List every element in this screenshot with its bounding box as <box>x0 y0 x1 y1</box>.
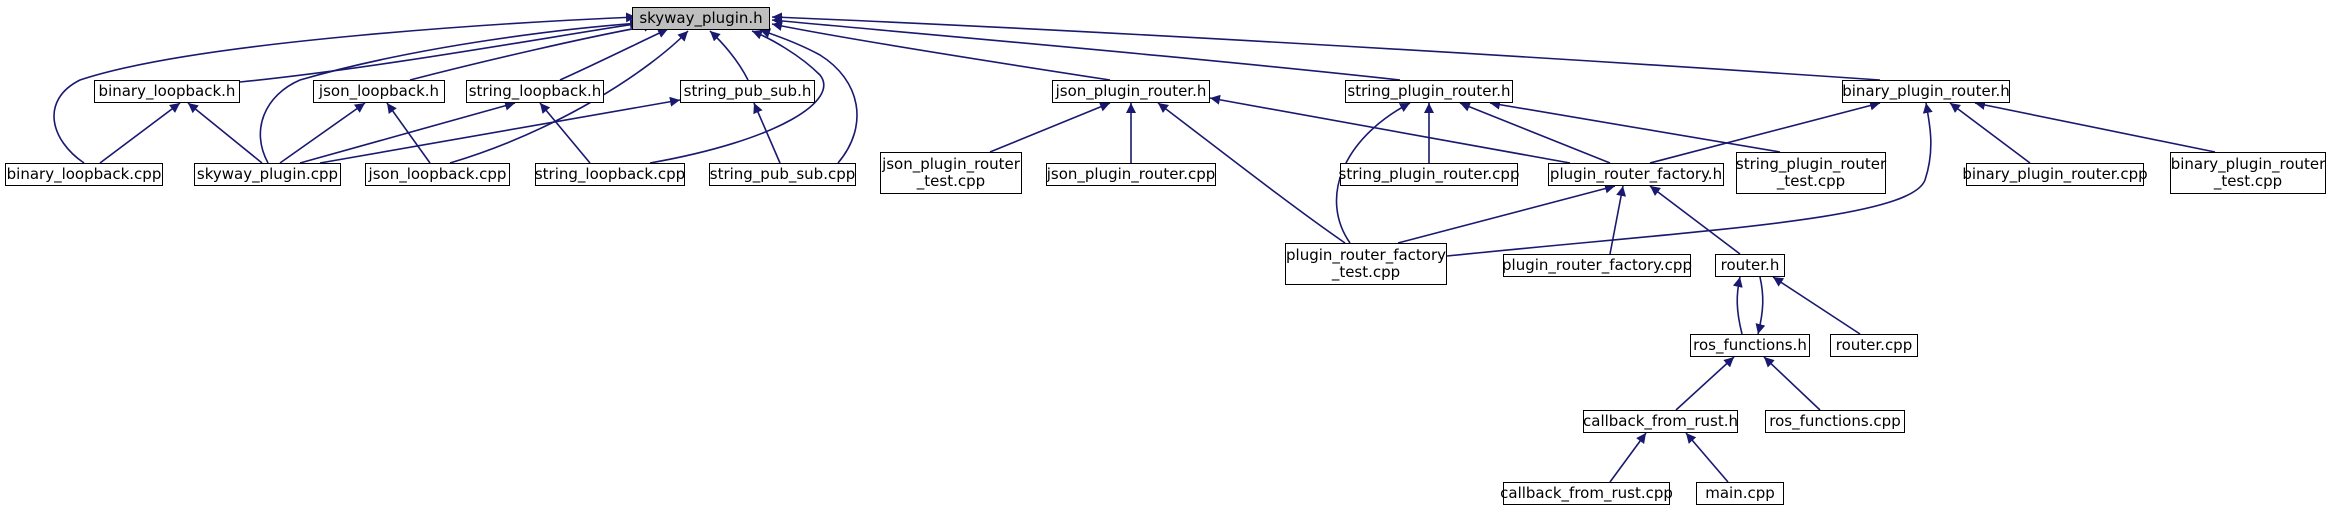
edge-router-h-to-ros-functions-h <box>1755 276 1766 335</box>
edge-skyway-plugin-cpp-to-json-loopback-h <box>279 102 366 164</box>
edge-string-pub-sub-cpp-to-skyway-plugin-h <box>759 28 858 164</box>
node-json-loopback-h[interactable]: json_loopback.h <box>313 80 445 103</box>
edge-binary-loopback-cpp-to-skyway-plugin-h <box>53 12 637 164</box>
node-binary-plugin-router-h[interactable]: binary_plugin_router.h <box>1842 80 2010 103</box>
edge-binary-plugin-router-cpp-to-binary-plugin-router-h <box>1949 102 2031 164</box>
node-binary-plugin-router-test-cpp[interactable]: binary_plugin_router _test.cpp <box>2170 152 2326 194</box>
edge-plugin-router-factory-test-cpp-to-plugin-router-factory-h <box>1397 183 1616 244</box>
edge-plugin-router-factory-h-to-binary-plugin-router-h <box>1649 100 1881 164</box>
edge-binary-loopback-h-to-skyway-plugin-h <box>239 18 649 83</box>
node-json-loopback-cpp[interactable]: json_loopback.cpp <box>365 163 510 186</box>
node-string-pub-sub-cpp[interactable]: string_pub_sub.cpp <box>709 163 856 186</box>
node-main-cpp[interactable]: main.cpp <box>1696 482 1784 505</box>
edge-skyway-plugin-cpp-to-skyway-plugin-h <box>259 18 641 164</box>
node-binary-plugin-router-cpp[interactable]: binary_plugin_router.cpp <box>1962 163 2148 186</box>
edge-json-plugin-router-h-to-skyway-plugin-h <box>771 21 1111 81</box>
edge-json-plugin-router-test-cpp-to-json-plugin-router-h <box>989 102 1111 153</box>
edge-callback-from-rust-cpp-to-callback-from-rust-h <box>1609 432 1647 483</box>
edge-string-loopback-h-to-skyway-plugin-h <box>559 28 669 81</box>
edge-string-pub-sub-cpp-to-string-pub-sub-h <box>753 102 781 164</box>
edge-router-h-to-plugin-router-factory-h <box>1649 185 1741 255</box>
edge-callback-from-rust-h-to-ros-functions-h <box>1675 356 1735 411</box>
node-string-plugin-router-h[interactable]: string_plugin_router.h <box>1345 80 1513 103</box>
edge-string-pub-sub-h-to-skyway-plugin-h <box>709 30 749 81</box>
edge-skyway-plugin-cpp-to-string-pub-sub-h <box>319 96 681 164</box>
node-router-cpp[interactable]: router.cpp <box>1830 334 1918 357</box>
edge-plugin-router-factory-test-cpp-to-json-plugin-router-h <box>1157 102 1346 244</box>
node-json-plugin-router-test-cpp[interactable]: json_plugin_router _test.cpp <box>880 152 1022 194</box>
node-skyway-plugin-h: skyway_plugin.h <box>632 7 770 30</box>
node-string-plugin-router-test-cpp[interactable]: string_plugin_router _test.cpp <box>1736 152 1886 194</box>
edge-skyway-plugin-cpp-to-binary-loopback-h <box>187 102 263 164</box>
node-router-h[interactable]: router.h <box>1715 254 1785 277</box>
edge-string-loopback-cpp-to-skyway-plugin-h <box>649 29 825 164</box>
node-json-plugin-router-cpp[interactable]: json_plugin_router.cpp <box>1046 163 1216 186</box>
edge-main-cpp-to-callback-from-rust-h <box>1685 432 1729 483</box>
edge-plugin-router-factory-h-to-string-plugin-router-h <box>1459 102 1611 164</box>
edge-router-cpp-to-router-h <box>1772 276 1861 335</box>
node-plugin-router-factory-cpp[interactable]: plugin_router_factory.cpp <box>1502 254 1692 277</box>
edge-binary-plugin-router-h-to-skyway-plugin-h <box>771 12 1881 81</box>
edge-plugin-router-factory-h-to-json-plugin-router-h <box>1209 94 1571 164</box>
edge-binary-loopback-cpp-to-binary-loopback-h <box>99 102 181 164</box>
node-json-plugin-router-h[interactable]: json_plugin_router.h <box>1052 80 1210 103</box>
edge-ros-functions-cpp-to-ros-functions-h <box>1763 356 1821 411</box>
edge-string-plugin-router-test-cpp-to-string-plugin-router-h <box>1489 99 1781 153</box>
edge-ros-functions-h-to-router-h <box>1732 276 1743 335</box>
edge-skyway-plugin-cpp-to-string-loopback-h <box>299 100 516 164</box>
edge-string-plugin-router-h-to-skyway-plugin-h <box>771 15 1401 81</box>
node-string-plugin-router-cpp[interactable]: string_plugin_router.cpp <box>1339 163 1519 186</box>
edge-string-loopback-cpp-to-string-loopback-h <box>539 102 591 164</box>
node-skyway-plugin-cpp[interactable]: skyway_plugin.cpp <box>194 163 341 186</box>
edge-plugin-router-factory-test-cpp-to-binary-plugin-router-h <box>1446 102 1933 257</box>
node-binary-loopback-h[interactable]: binary_loopback.h <box>94 80 240 103</box>
node-callback-from-rust-h[interactable]: callback_from_rust.h <box>1583 410 1738 433</box>
edge-json-loopback-h-to-skyway-plugin-h <box>409 21 655 81</box>
node-string-loopback-h[interactable]: string_loopback.h <box>466 80 604 103</box>
node-string-loopback-cpp[interactable]: string_loopback.cpp <box>535 163 685 186</box>
node-callback-from-rust-cpp[interactable]: callback_from_rust.cpp <box>1500 482 1673 505</box>
node-binary-loopback-cpp[interactable]: binary_loopback.cpp <box>5 163 163 186</box>
node-plugin-router-factory-test-cpp[interactable]: plugin_router_factory _test.cpp <box>1285 243 1447 285</box>
edge-binary-plugin-router-test-cpp-to-binary-plugin-router-h <box>1974 100 2216 153</box>
node-string-pub-sub-h[interactable]: string_pub_sub.h <box>680 80 815 103</box>
node-ros-functions-h[interactable]: ros_functions.h <box>1690 334 1810 357</box>
node-plugin-router-factory-h[interactable]: plugin_router_factory.h <box>1548 163 1724 186</box>
edge-plugin-router-factory-cpp-to-plugin-router-factory-h <box>1609 185 1627 255</box>
node-ros-functions-cpp[interactable]: ros_functions.cpp <box>1765 410 1905 433</box>
